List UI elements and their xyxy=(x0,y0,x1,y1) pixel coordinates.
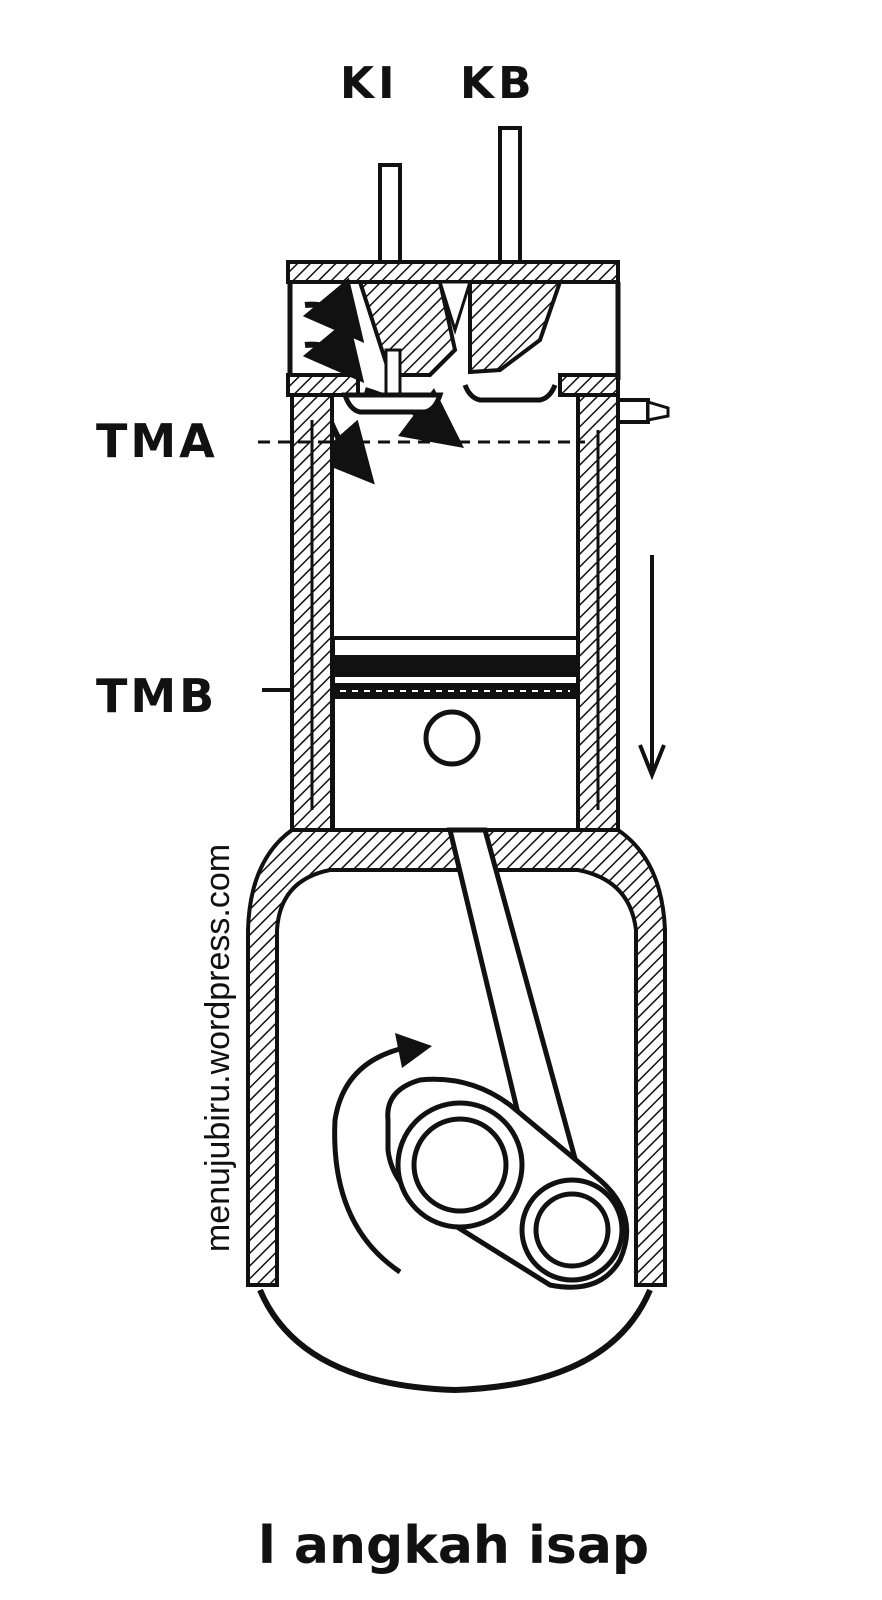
rotation-arrow xyxy=(332,1033,432,1275)
exhaust-valve-label: KB xyxy=(460,58,536,109)
intake-valve xyxy=(341,348,444,415)
cylinder-wall-left xyxy=(290,393,334,837)
crankshaft xyxy=(385,1076,630,1290)
intake-valve-stem xyxy=(378,163,402,272)
intake-valve-label: KI xyxy=(340,58,399,109)
watermark: menujubiru.wordpress.com xyxy=(199,843,237,1253)
caption: l angkah isap xyxy=(258,1516,650,1576)
tma-label: TMA xyxy=(96,414,218,468)
piston xyxy=(331,636,580,832)
exhaust-valve xyxy=(462,384,558,403)
piston-pin xyxy=(423,709,481,767)
exhaust-valve-stem xyxy=(498,126,522,272)
piston-direction-arrow xyxy=(638,555,666,781)
cylinder-head xyxy=(286,260,621,397)
cylinder-wall-right xyxy=(576,393,620,837)
crankcase xyxy=(246,828,667,1394)
tmb-label: TMB xyxy=(96,669,218,723)
